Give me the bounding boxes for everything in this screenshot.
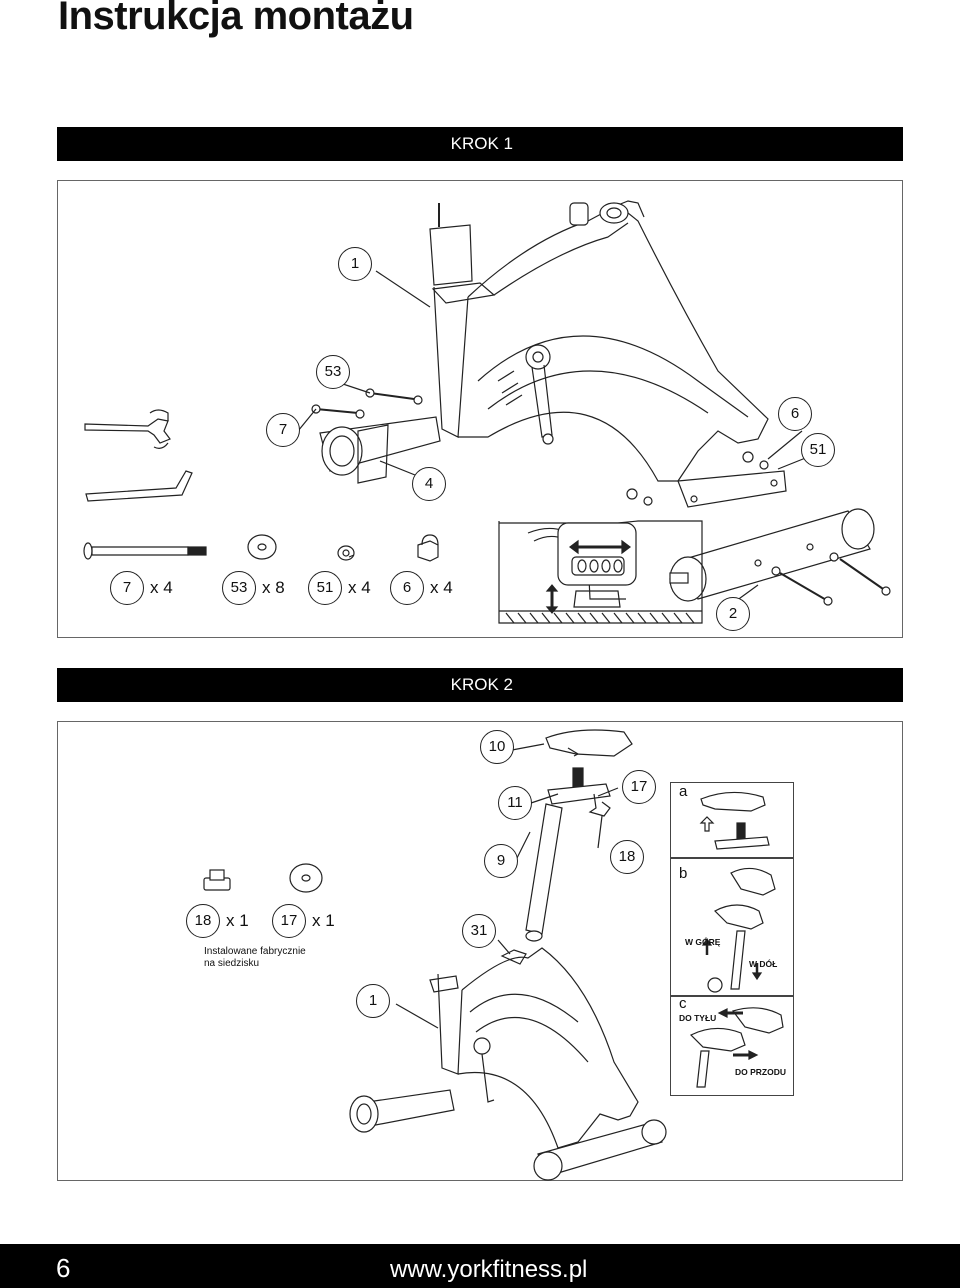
adjust-knob-icon: [203, 869, 231, 891]
step-2-header: KROK 2: [57, 668, 903, 702]
seat-height-detail: [701, 867, 776, 993]
callout-nut: 6: [778, 397, 812, 431]
step-1-illustration: [83, 200, 891, 624]
part-quantity: x 4: [348, 578, 371, 597]
callout-washer: 53: [316, 355, 350, 389]
part-qty-washer: 53 x 8: [222, 571, 285, 605]
spring-washer-icon: [337, 545, 355, 561]
part-quantity: x 4: [430, 578, 453, 597]
factory-installed-note: Instalowane fabrycznie na siedzisku: [204, 946, 334, 970]
part-quantity: x 1: [312, 911, 335, 930]
callout-bolt: 7: [266, 413, 300, 447]
direction-up-label: W GÓRĘ: [685, 937, 721, 947]
part-qty-nut: 6 x 4: [390, 571, 453, 605]
callout-frame: 1: [338, 247, 372, 281]
direction-back-label: DO TYŁU: [679, 1013, 717, 1023]
inset-a: a: [670, 782, 794, 858]
note-line: Instalowane fabrycznie: [204, 946, 306, 957]
knob-washer-icon: [289, 863, 323, 893]
callout-spring-washer: 51: [801, 433, 835, 467]
part-number: 6: [390, 571, 424, 605]
footer-website-link[interactable]: www.yorkfitness.pl: [390, 1256, 588, 1283]
part-quantity: x 1: [226, 911, 249, 930]
callout-seat-post: 9: [484, 844, 518, 878]
part-number: 51: [308, 571, 342, 605]
step-1-panel: 1 53 7 4 6 51 2 7 x 4 53 x 8 51 x 4 6 x …: [57, 180, 903, 638]
cap-nut-icon: [417, 534, 439, 562]
part-qty-knob-washer: 17 x 1: [272, 904, 335, 938]
callout-main-frame: 1: [356, 984, 390, 1018]
part-qty-bolt: 7 x 4: [110, 571, 173, 605]
note-line: na siedzisku: [204, 958, 260, 969]
seat-attach-detail: [699, 791, 770, 850]
inset-a-label: a: [679, 783, 688, 800]
part-qty-adjust-knob: 18 x 1: [186, 904, 249, 938]
part-number: 53: [222, 571, 256, 605]
seat-part: [545, 729, 633, 757]
seat-slide-detail: [689, 1007, 784, 1088]
callout-seat: 10: [480, 730, 514, 764]
part-quantity: x 4: [150, 578, 173, 597]
flat-washer-icon: [247, 534, 277, 560]
rear-stabilizer-part: [669, 508, 875, 602]
inset-c: c DO TYŁU DO PRZODU: [670, 995, 794, 1096]
part-number: 18: [186, 904, 220, 938]
step-2-panel: 10 11 17 9 18 31 1 18 x 1 17 x 1 Instalo…: [57, 721, 903, 1181]
callout-knob: 17: [622, 770, 656, 804]
callout-seat-post-knob: 31: [462, 914, 496, 948]
part-qty-spring-washer: 51 x 4: [308, 571, 371, 605]
callout-adjust-knob: 18: [610, 840, 644, 874]
allen-key-tool-icon: [85, 470, 193, 502]
step-2-illustration: [203, 729, 667, 1181]
step-1-header: KROK 1: [57, 127, 903, 161]
page-title: Instrukcja montażu: [58, 0, 414, 38]
front-stabilizer-part: [319, 416, 441, 484]
wrench-tool-icon: [84, 409, 171, 449]
level-adjust-detail: [498, 520, 703, 624]
inset-b-label: b: [679, 865, 688, 882]
inset-b: b W GÓRĘ W DÓŁ: [670, 858, 794, 996]
inset-c-label: c: [679, 995, 687, 1012]
part-quantity: x 8: [262, 578, 285, 597]
direction-down-label: W DÓŁ: [749, 959, 778, 969]
page-number: 6: [56, 1253, 71, 1283]
callout-seat-slider: 11: [498, 786, 532, 820]
bolt-icon: [83, 542, 207, 560]
callout-rear-stabilizer: 2: [716, 597, 750, 631]
part-number: 7: [110, 571, 144, 605]
footer-bar: [0, 1244, 960, 1288]
direction-forward-label: DO PRZODU: [735, 1067, 786, 1077]
part-number: 17: [272, 904, 306, 938]
callout-front-stabilizer: 4: [412, 467, 446, 501]
